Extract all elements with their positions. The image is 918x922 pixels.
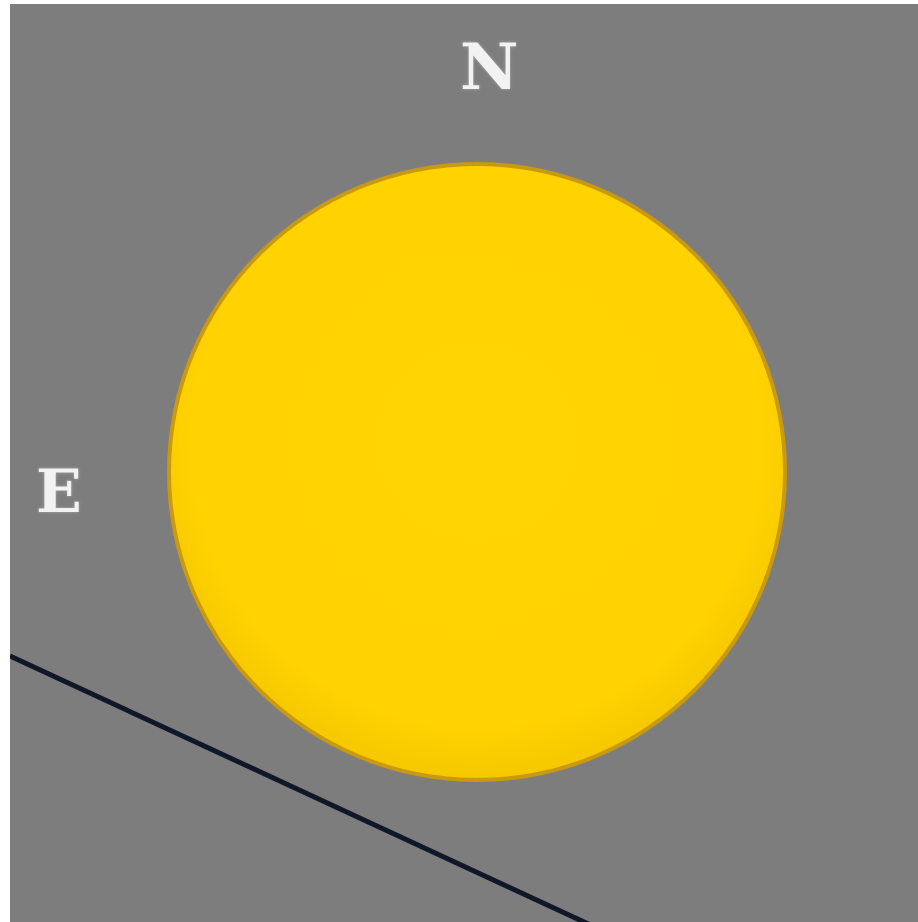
sun-disk (171, 166, 783, 778)
east-label: E (36, 462, 82, 522)
sun-diagram (10, 4, 918, 922)
north-label: N (460, 36, 519, 100)
sky-panel: N E (10, 4, 918, 922)
